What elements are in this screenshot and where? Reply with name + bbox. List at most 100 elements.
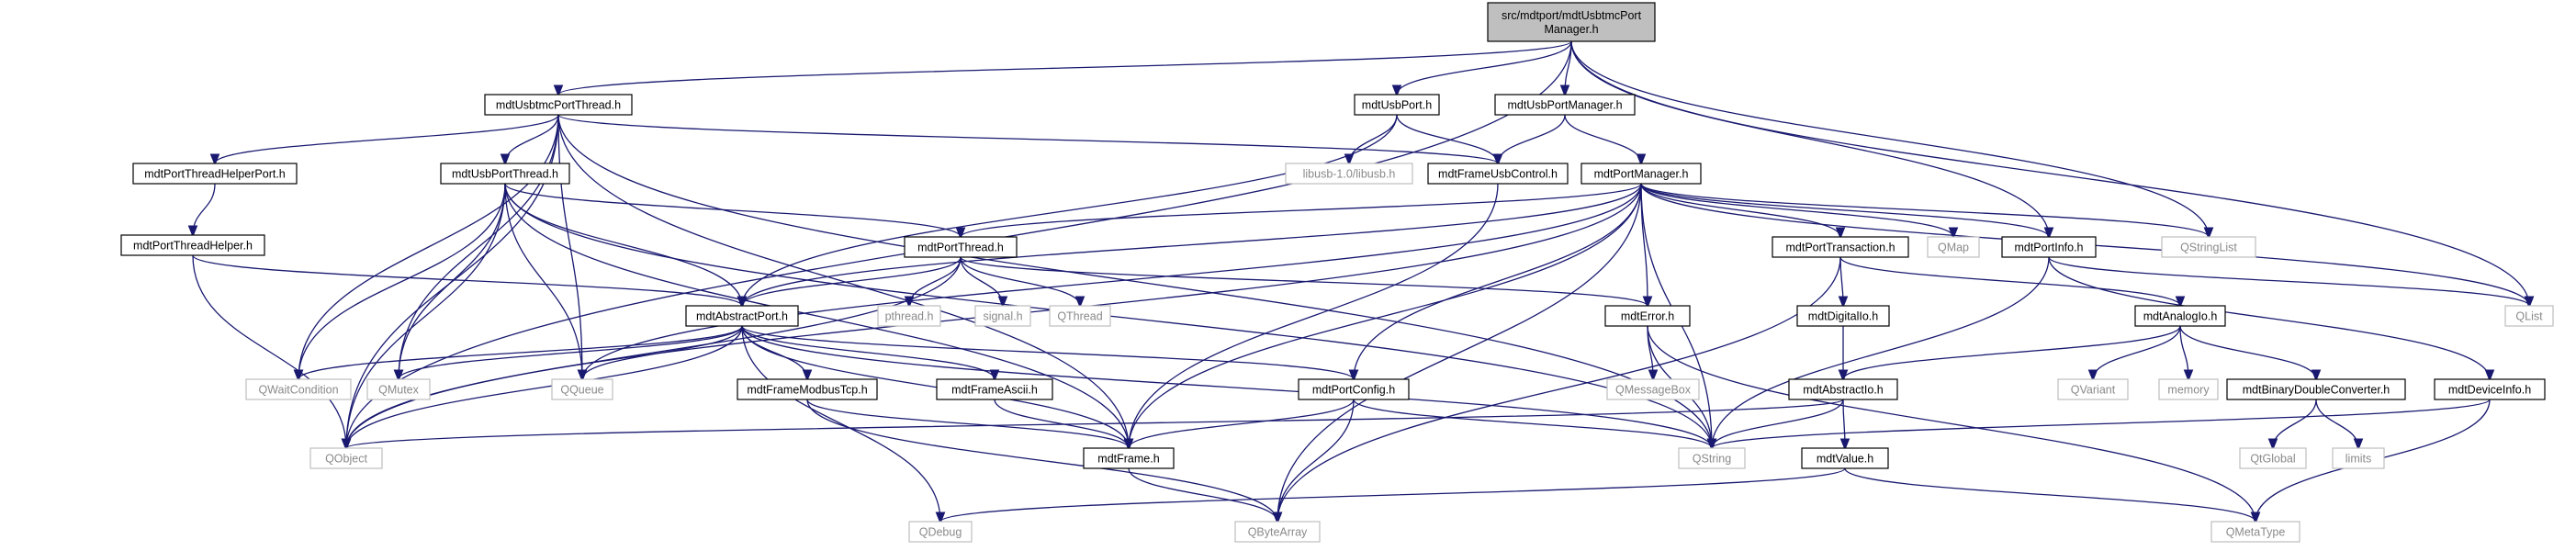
node-label: QString [1693,453,1731,466]
node-box [908,521,973,543]
node-qmutex: QMutex [366,378,431,400]
node-box [2161,236,2256,258]
node-qstringlist: QStringList [2161,236,2256,258]
node-box [877,305,941,327]
node-usb-port-manager[interactable]: mdtUsbPortManager.h [1494,94,1636,116]
edge-port_manager-to-qqueue [582,183,1642,379]
edge-frame_modbus-to-frame [806,399,1129,448]
edge-usbtmc_thread-to-qqueue [557,114,582,379]
node-port-transaction[interactable]: mdtPortTransaction.h [1772,236,1909,258]
node-binary-double[interactable]: mdtBinaryDoubleConverter.h [2226,378,2406,400]
node-box [1788,378,1898,400]
edge-usb_port_thread-to-abstract_port [504,183,742,306]
node-digital-io[interactable]: mdtDigitalIo.h [1796,305,1890,327]
edge-port_thread-to-abstract_port [742,256,962,306]
node-label: mdtError.h [1621,310,1674,323]
node-label: mdtFrameModbusTcp.h [747,384,867,397]
node-port-thread[interactable]: mdtPortThread.h [904,236,1018,258]
node-port-config[interactable]: mdtPortConfig.h [1298,378,1410,400]
edge-analog_io-to-qvariant [2093,325,2181,379]
node-label: QList [2515,310,2543,323]
node-box [2158,378,2219,400]
node-usbtmc-thread[interactable]: mdtUsbtmcPortThread.h [484,94,633,116]
node-usb-port-thread[interactable]: mdtUsbPortThread.h [440,163,570,185]
node-label: mdtFrameAscii.h [951,384,1038,397]
node-label: mdtPortThreadHelperPort.h [144,168,286,181]
node-analog-io[interactable]: mdtAnalogIo.h [2134,305,2226,327]
edge-port_manager-to-abstract_port [742,183,1642,306]
node-abstract-port[interactable]: mdtAbstractPort.h [685,305,799,327]
node-helper[interactable]: mdtPortThreadHelper.h [120,234,265,256]
node-qstring: QString [1678,447,1746,469]
node-box [440,163,570,185]
node-frame-modbus[interactable]: mdtFrameModbusTcp.h [737,378,878,400]
edge-frame_modbus-to-qbytearray [806,399,1277,522]
node-abstract-io[interactable]: mdtAbstractIo.h [1788,378,1898,400]
node-box [1285,163,1413,185]
edge-abstract_port-to-frame_ascii [741,325,995,379]
node-memory: memory [2158,378,2219,400]
edge-port_thread-to-qthread [960,256,1080,306]
node-device-info[interactable]: mdtDeviceInfo.h [2434,378,2546,400]
node-box [1927,236,1980,258]
edge-helper_port-to-helper [193,183,216,235]
edge-root-to-usb_port [1397,40,1572,95]
node-box [936,378,1053,400]
node-label: mdtFrameUsbControl.h [1438,168,1558,181]
node-frame-usb-control[interactable]: mdtFrameUsbControl.h [1427,163,1569,185]
node-label: mdtAnalogIo.h [2143,310,2218,323]
node-qmap: QMap [1927,236,1980,258]
node-frame-ascii[interactable]: mdtFrameAscii.h [936,378,1053,400]
edge-port_manager-to-qbytearray [1277,183,1642,522]
edge-port_config-to-qstring [1353,399,1712,448]
node-label: QDebug [919,526,962,539]
edge-port_transaction-to-digital_io [1840,256,1843,306]
node-label: mdtUsbPort.h [1362,99,1432,112]
node-label: QStringList [2180,242,2237,254]
node-label: Manager.h [1544,23,1598,36]
node-label: mdtPortManager.h [1594,168,1689,181]
node-error[interactable]: mdtError.h [1604,305,1691,327]
node-value[interactable]: mdtValue.h [1801,447,1889,469]
edge-abstract_io-to-qobject [346,399,1844,448]
node-label: QMap [1938,242,1969,254]
node-usb-port[interactable]: mdtUsbPort.h [1354,94,1440,116]
node-label: QMessageBox [1615,384,1692,397]
node-box [120,234,265,256]
edge-usbtmc_thread-to-qmutex [399,114,559,379]
node-label: QMetaType [2226,526,2286,539]
node-label: QThread [1057,310,1102,323]
edge-usb_port_thread-to-qobject [346,183,506,448]
edge-value-to-qmetatype [1844,467,2255,522]
edge-root-to-usbtmc_thread [558,40,1572,95]
node-box [551,378,613,400]
edge-usb_port_thread-to-qwaitcondition [298,183,506,379]
node-frame[interactable]: mdtFrame.h [1083,447,1175,469]
edge-port_transaction-to-analog_io [1839,256,2180,306]
edge-error-to-qmetatype [1647,325,2255,522]
node-box [1427,163,1569,185]
edge-usbtmc_thread-to-qwaitcondition [298,114,559,379]
node-qobject: QObject [309,447,383,469]
node-label: memory [2167,384,2210,397]
node-label: mdtUsbtmcPortThread.h [496,99,621,112]
node-port-info[interactable]: mdtPortInfo.h [2001,236,2097,258]
node-helper-port[interactable]: mdtPortThreadHelperPort.h [132,163,298,185]
node-box [1049,305,1111,327]
edge-analog_io-to-abstract_io [1843,325,2181,379]
node-label: mdtBinaryDoubleConverter.h [2243,384,2390,397]
edge-port_manager-to-qmap [1640,183,1953,237]
edge-port_manager-to-frame [1129,183,1642,448]
edge-port_manager-to-port_config [1354,183,1642,379]
node-label: mdtUsbPortThread.h [452,168,558,181]
node-label: mdtPortThread.h [917,242,1004,254]
node-qbytearray: QByteArray [1234,521,1321,543]
edge-analog_io-to-memory [2179,325,2188,379]
edge-root-to-qlist [1570,40,2529,306]
edge-usb_port_thread-to-frame [504,183,1129,448]
node-port-manager[interactable]: mdtPortManager.h [1580,163,1702,185]
edge-usbtmc_thread-to-helper_port [215,114,559,163]
